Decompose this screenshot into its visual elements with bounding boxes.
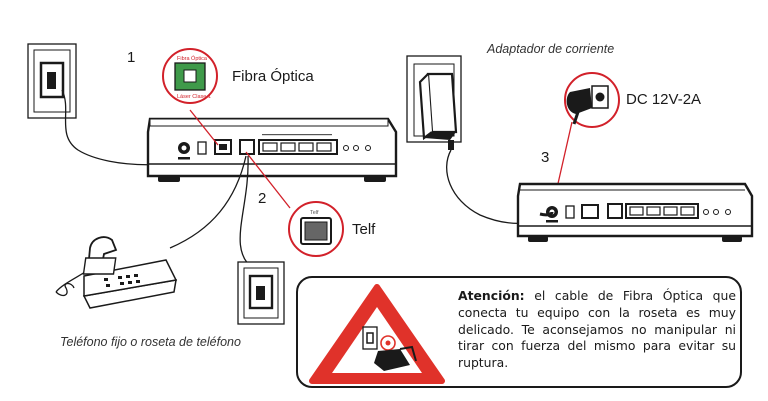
warning-title: Atención: xyxy=(458,288,525,303)
step-2-number: 2 xyxy=(258,190,267,207)
step-1-number: 1 xyxy=(127,49,136,66)
phone-cable-to-phone xyxy=(169,155,247,249)
wall-socket-fibre xyxy=(27,43,77,119)
warning-triangle-icon xyxy=(309,284,445,384)
power-plug-cable xyxy=(539,211,554,217)
fibre-optica-label: Fibra Óptica xyxy=(232,68,314,85)
warning-text: Atención: el cable de Fibra Óptica que c… xyxy=(458,288,736,372)
router-secondary xyxy=(516,182,754,242)
warning-body: el cable de Fibra Óptica que conecta tu … xyxy=(458,288,736,371)
telf-small-label: Telf xyxy=(310,210,319,216)
telefono-label: Teléfono fijo o roseta de teléfono xyxy=(60,335,241,349)
warning-box: Atención: el cable de Fibra Óptica que c… xyxy=(296,276,742,388)
router-main xyxy=(146,117,398,182)
telf-label: Telf xyxy=(352,221,376,238)
desk-telephone xyxy=(55,236,178,309)
telf-callout xyxy=(245,151,344,257)
fibre-small-bottom-label: Láser Clase 1 xyxy=(177,94,211,100)
adapter-label: Adaptador de corriente xyxy=(487,42,615,56)
step-3-number: 3 xyxy=(541,149,550,166)
fibre-small-top-label: Fibra Óptica xyxy=(177,56,207,62)
power-adapter xyxy=(406,55,462,150)
fibre-callout xyxy=(162,48,219,146)
wall-socket-phone xyxy=(237,261,285,325)
dc-callout xyxy=(551,72,620,211)
dc-label: DC 12V-2A xyxy=(626,91,702,108)
